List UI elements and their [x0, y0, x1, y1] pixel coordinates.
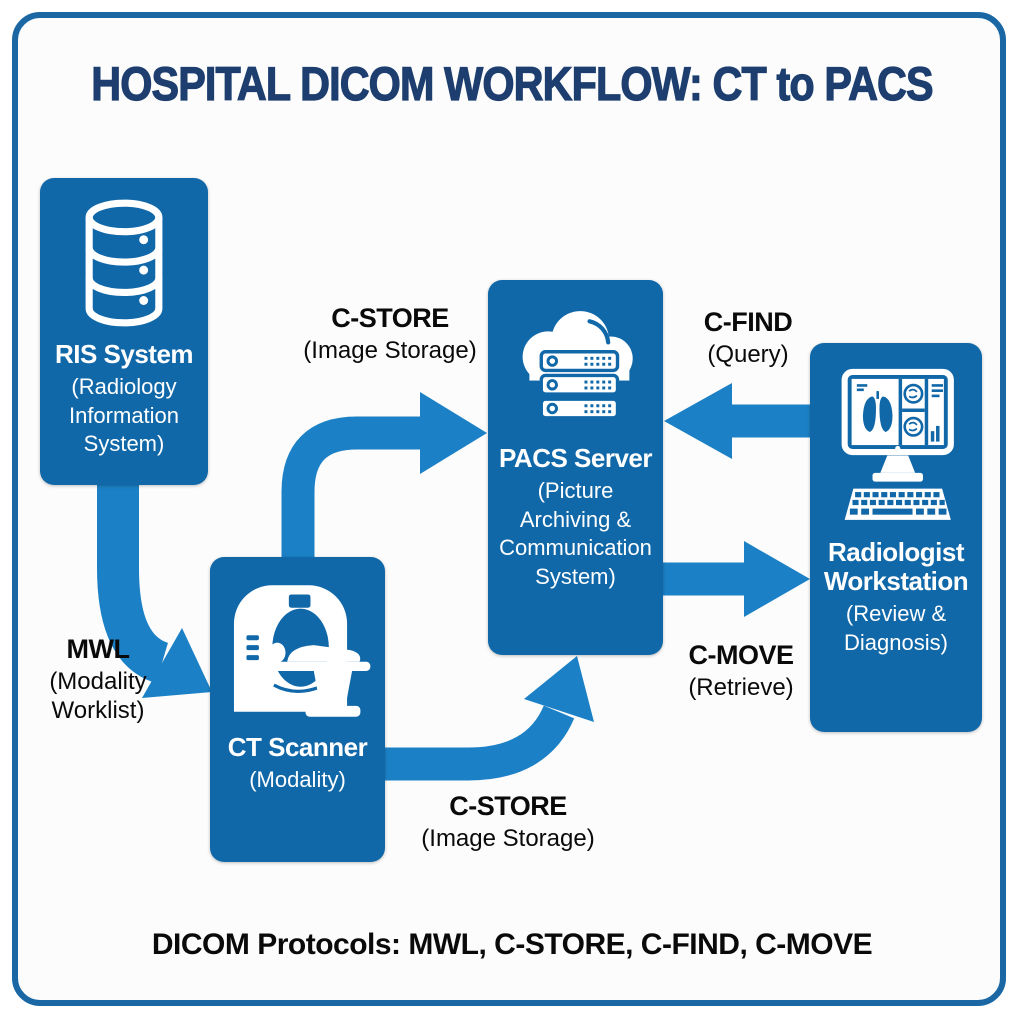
workstation-icon — [841, 368, 954, 520]
database-icon — [85, 199, 163, 327]
edge-label-cstore-top: C-STORE (Image Storage) — [275, 303, 505, 366]
page-title: HOSPITAL DICOM WORKFLOW: CT to PACS — [91, 56, 934, 110]
protocol-name: C-FIND — [703, 307, 793, 337]
protocol-description: (Retrieve) — [688, 674, 794, 702]
node-title: Radiologist Workstation — [823, 537, 969, 597]
cstore-bottom-arrow — [385, 656, 594, 781]
protocol-description: (Image Storage) — [303, 337, 477, 365]
node-title: RIS System — [54, 339, 194, 369]
node-subtitle: (Picture Archiving & Communication Syste… — [499, 478, 652, 589]
node-pacs-server: PACS Server (Picture Archiving & Communi… — [488, 280, 663, 655]
edge-label-cmove: C-MOVE (Retrieve) — [651, 640, 831, 703]
protocol-description: (Query) — [707, 341, 789, 369]
cmove-arrow — [662, 541, 810, 617]
edge-label-mwl: MWL (Modality Worklist) — [18, 634, 178, 726]
edge-label-cfind: C-FIND (Query) — [663, 307, 833, 370]
mwl-arrow — [97, 480, 212, 698]
node-title: CT Scanner — [227, 732, 368, 762]
node-radiologist-workstation: Radiologist Workstation (Review & Diagno… — [810, 343, 982, 732]
cstore-top-arrow — [281, 392, 487, 560]
protocol-name: MWL — [66, 634, 130, 664]
dicom-protocols-summary: DICOM Protocols: MWL, C-STORE, C-FIND, C… — [151, 928, 873, 961]
cfind-arrow — [664, 383, 812, 459]
ct-scanner-icon — [233, 585, 370, 717]
node-ct-scanner: CT Scanner (Modality) — [210, 557, 385, 862]
protocol-description: (Modality Worklist) — [49, 668, 147, 724]
node-subtitle: (Radiology Information System) — [68, 374, 180, 457]
node-ris-system: RIS System (Radiology Information System… — [40, 178, 208, 485]
node-subtitle: (Review & Diagnosis) — [844, 601, 948, 655]
cloud-server-icon — [522, 311, 633, 420]
node-title: PACS Server — [499, 443, 653, 473]
protocol-name: C-MOVE — [688, 640, 795, 670]
protocol-name: C-STORE — [331, 303, 449, 333]
node-subtitle: (Modality) — [249, 767, 346, 793]
protocol-name: C-STORE — [449, 791, 567, 821]
protocol-description: (Image Storage) — [421, 825, 595, 853]
edge-label-cstore-bottom: C-STORE (Image Storage) — [393, 791, 623, 854]
